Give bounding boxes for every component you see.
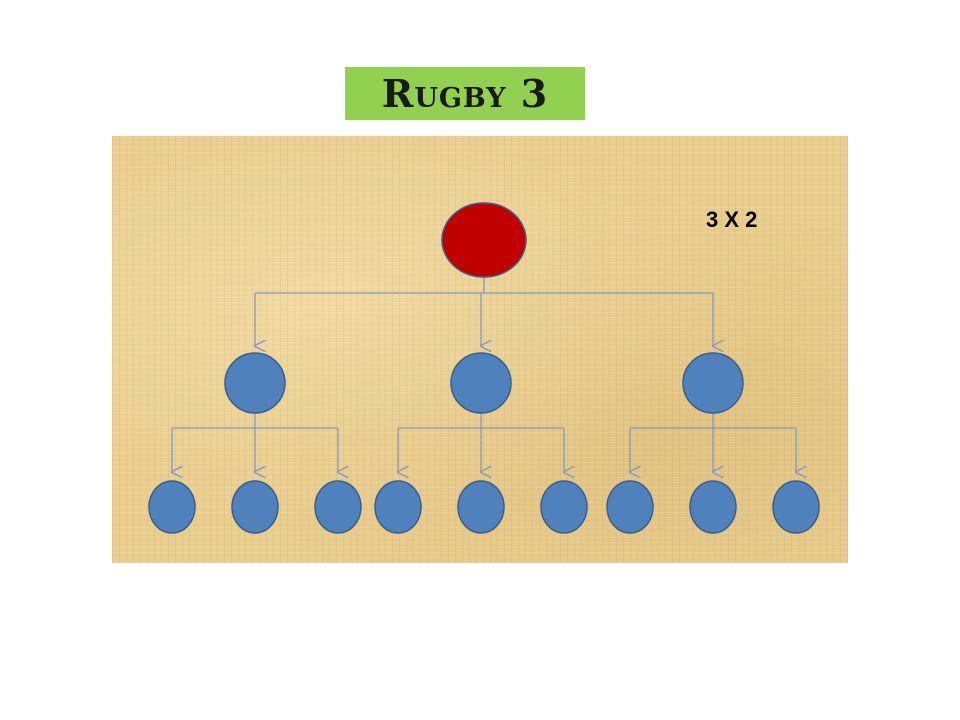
connectors — [172, 277, 796, 472]
nodes — [148, 202, 820, 534]
title-box: Rugby 3 — [345, 67, 585, 120]
root-node — [441, 202, 527, 278]
mid-node-3 — [682, 352, 744, 414]
leaf-node-9 — [772, 480, 820, 534]
leaf-node-1 — [148, 480, 196, 534]
leaf-node-3 — [314, 480, 362, 534]
mid-node-2 — [450, 352, 512, 414]
leaf-node-6 — [540, 480, 588, 534]
leaf-node-4 — [374, 480, 422, 534]
leaf-node-7 — [606, 480, 654, 534]
leaf-node-2 — [231, 480, 279, 534]
leaf-node-8 — [689, 480, 737, 534]
mid-node-1 — [224, 352, 286, 414]
ratio-label: 3 X 2 — [706, 207, 758, 232]
leaf-node-5 — [457, 480, 505, 534]
page-title: Rugby 3 — [381, 71, 549, 116]
